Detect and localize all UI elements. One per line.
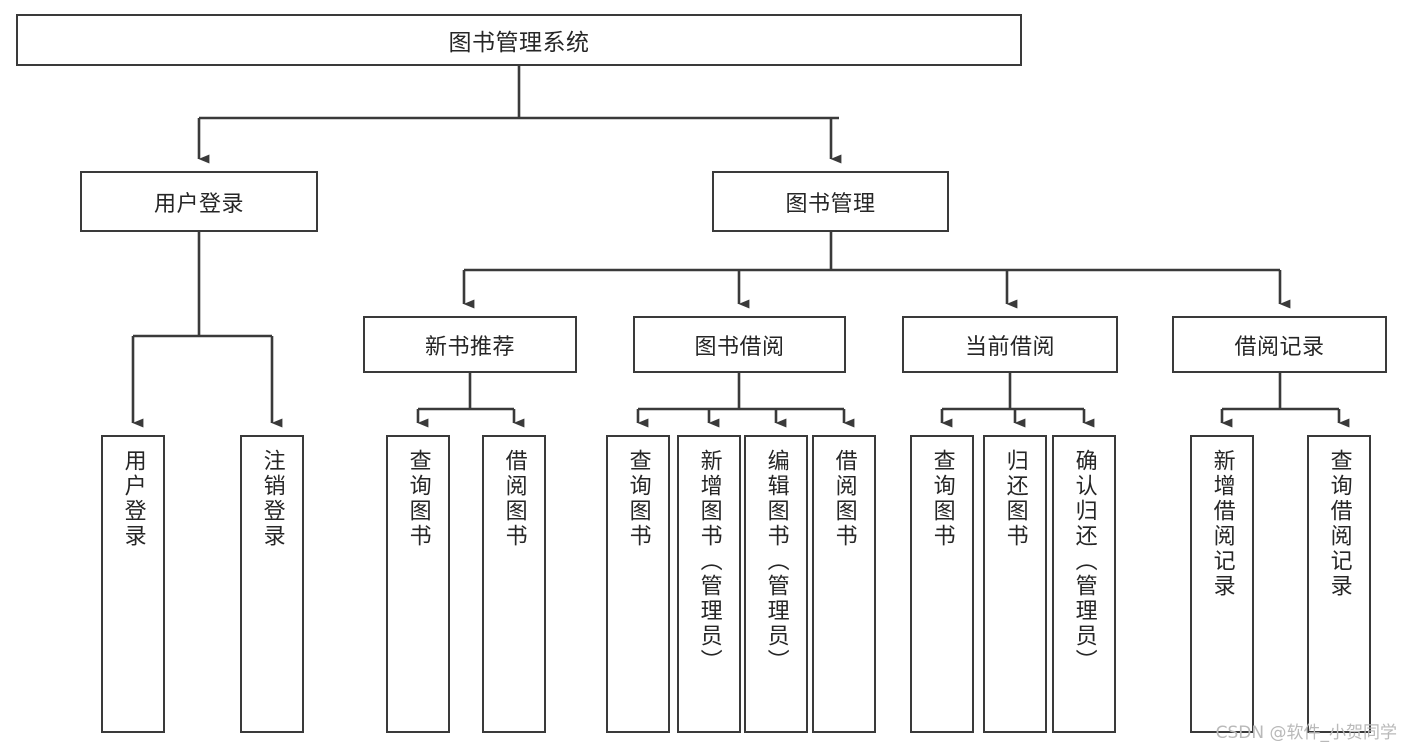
node-borrow-record-label: 借阅记录 [1234,334,1325,360]
watermark: CSDN @软件_小贺同学 [1215,723,1397,743]
node-new-book-recommend[interactable]: 新书推荐 [363,316,577,373]
node-leaf-borrow-book-2[interactable]: 借阅图书 [812,435,876,733]
node-leaf-query-book-1[interactable]: 查询图书 [386,435,450,733]
node-leaf-user-logout[interactable]: 注销登录 [240,435,304,733]
node-book-borrow[interactable]: 图书借阅 [633,316,846,373]
node-leaf-query-book-2-label: 查询图书 [625,449,651,549]
node-leaf-borrow-book-2-label: 借阅图书 [831,449,857,549]
node-leaf-confirm-return[interactable]: 确认归还（管理员） [1052,435,1116,733]
node-leaf-borrow-book-1[interactable]: 借阅图书 [482,435,546,733]
node-book-borrow-label: 图书借阅 [694,334,785,360]
node-book-manage-label: 图书管理 [785,191,876,217]
node-leaf-user-logout-label: 注销登录 [259,449,285,549]
node-leaf-query-book-1-label: 查询图书 [405,449,431,549]
node-leaf-query-record[interactable]: 查询借阅记录 [1307,435,1371,733]
node-leaf-query-book-2[interactable]: 查询图书 [606,435,670,733]
node-new-book-recommend-label: 新书推荐 [424,334,515,360]
node-leaf-confirm-return-label: 确认归还（管理员） [1071,449,1097,674]
node-leaf-borrow-book-1-label: 借阅图书 [501,449,527,549]
node-book-manage[interactable]: 图书管理 [712,171,949,232]
node-current-borrow-label: 当前借阅 [964,334,1055,360]
node-leaf-add-record-label: 新增借阅记录 [1209,449,1235,599]
node-leaf-edit-book-label: 编辑图书（管理员） [763,449,789,674]
node-leaf-user-login-label: 用户登录 [120,449,146,549]
node-current-borrow[interactable]: 当前借阅 [902,316,1118,373]
node-user-login-label: 用户登录 [153,191,244,217]
node-leaf-return-book-label: 归还图书 [1002,449,1028,549]
node-leaf-user-login[interactable]: 用户登录 [101,435,165,733]
node-leaf-query-record-label: 查询借阅记录 [1326,449,1352,599]
node-leaf-add-book-label: 新增图书（管理员） [696,449,722,674]
node-leaf-query-book-3-label: 查询图书 [929,449,955,549]
node-leaf-query-book-3[interactable]: 查询图书 [910,435,974,733]
node-leaf-add-book[interactable]: 新增图书（管理员） [677,435,741,733]
node-user-login[interactable]: 用户登录 [80,171,318,232]
node-leaf-return-book[interactable]: 归还图书 [983,435,1047,733]
node-leaf-add-record[interactable]: 新增借阅记录 [1190,435,1254,733]
node-root-label: 图书管理系统 [448,30,590,56]
node-borrow-record[interactable]: 借阅记录 [1172,316,1387,373]
node-root[interactable]: 图书管理系统 [16,14,1022,66]
node-leaf-edit-book[interactable]: 编辑图书（管理员） [744,435,808,733]
